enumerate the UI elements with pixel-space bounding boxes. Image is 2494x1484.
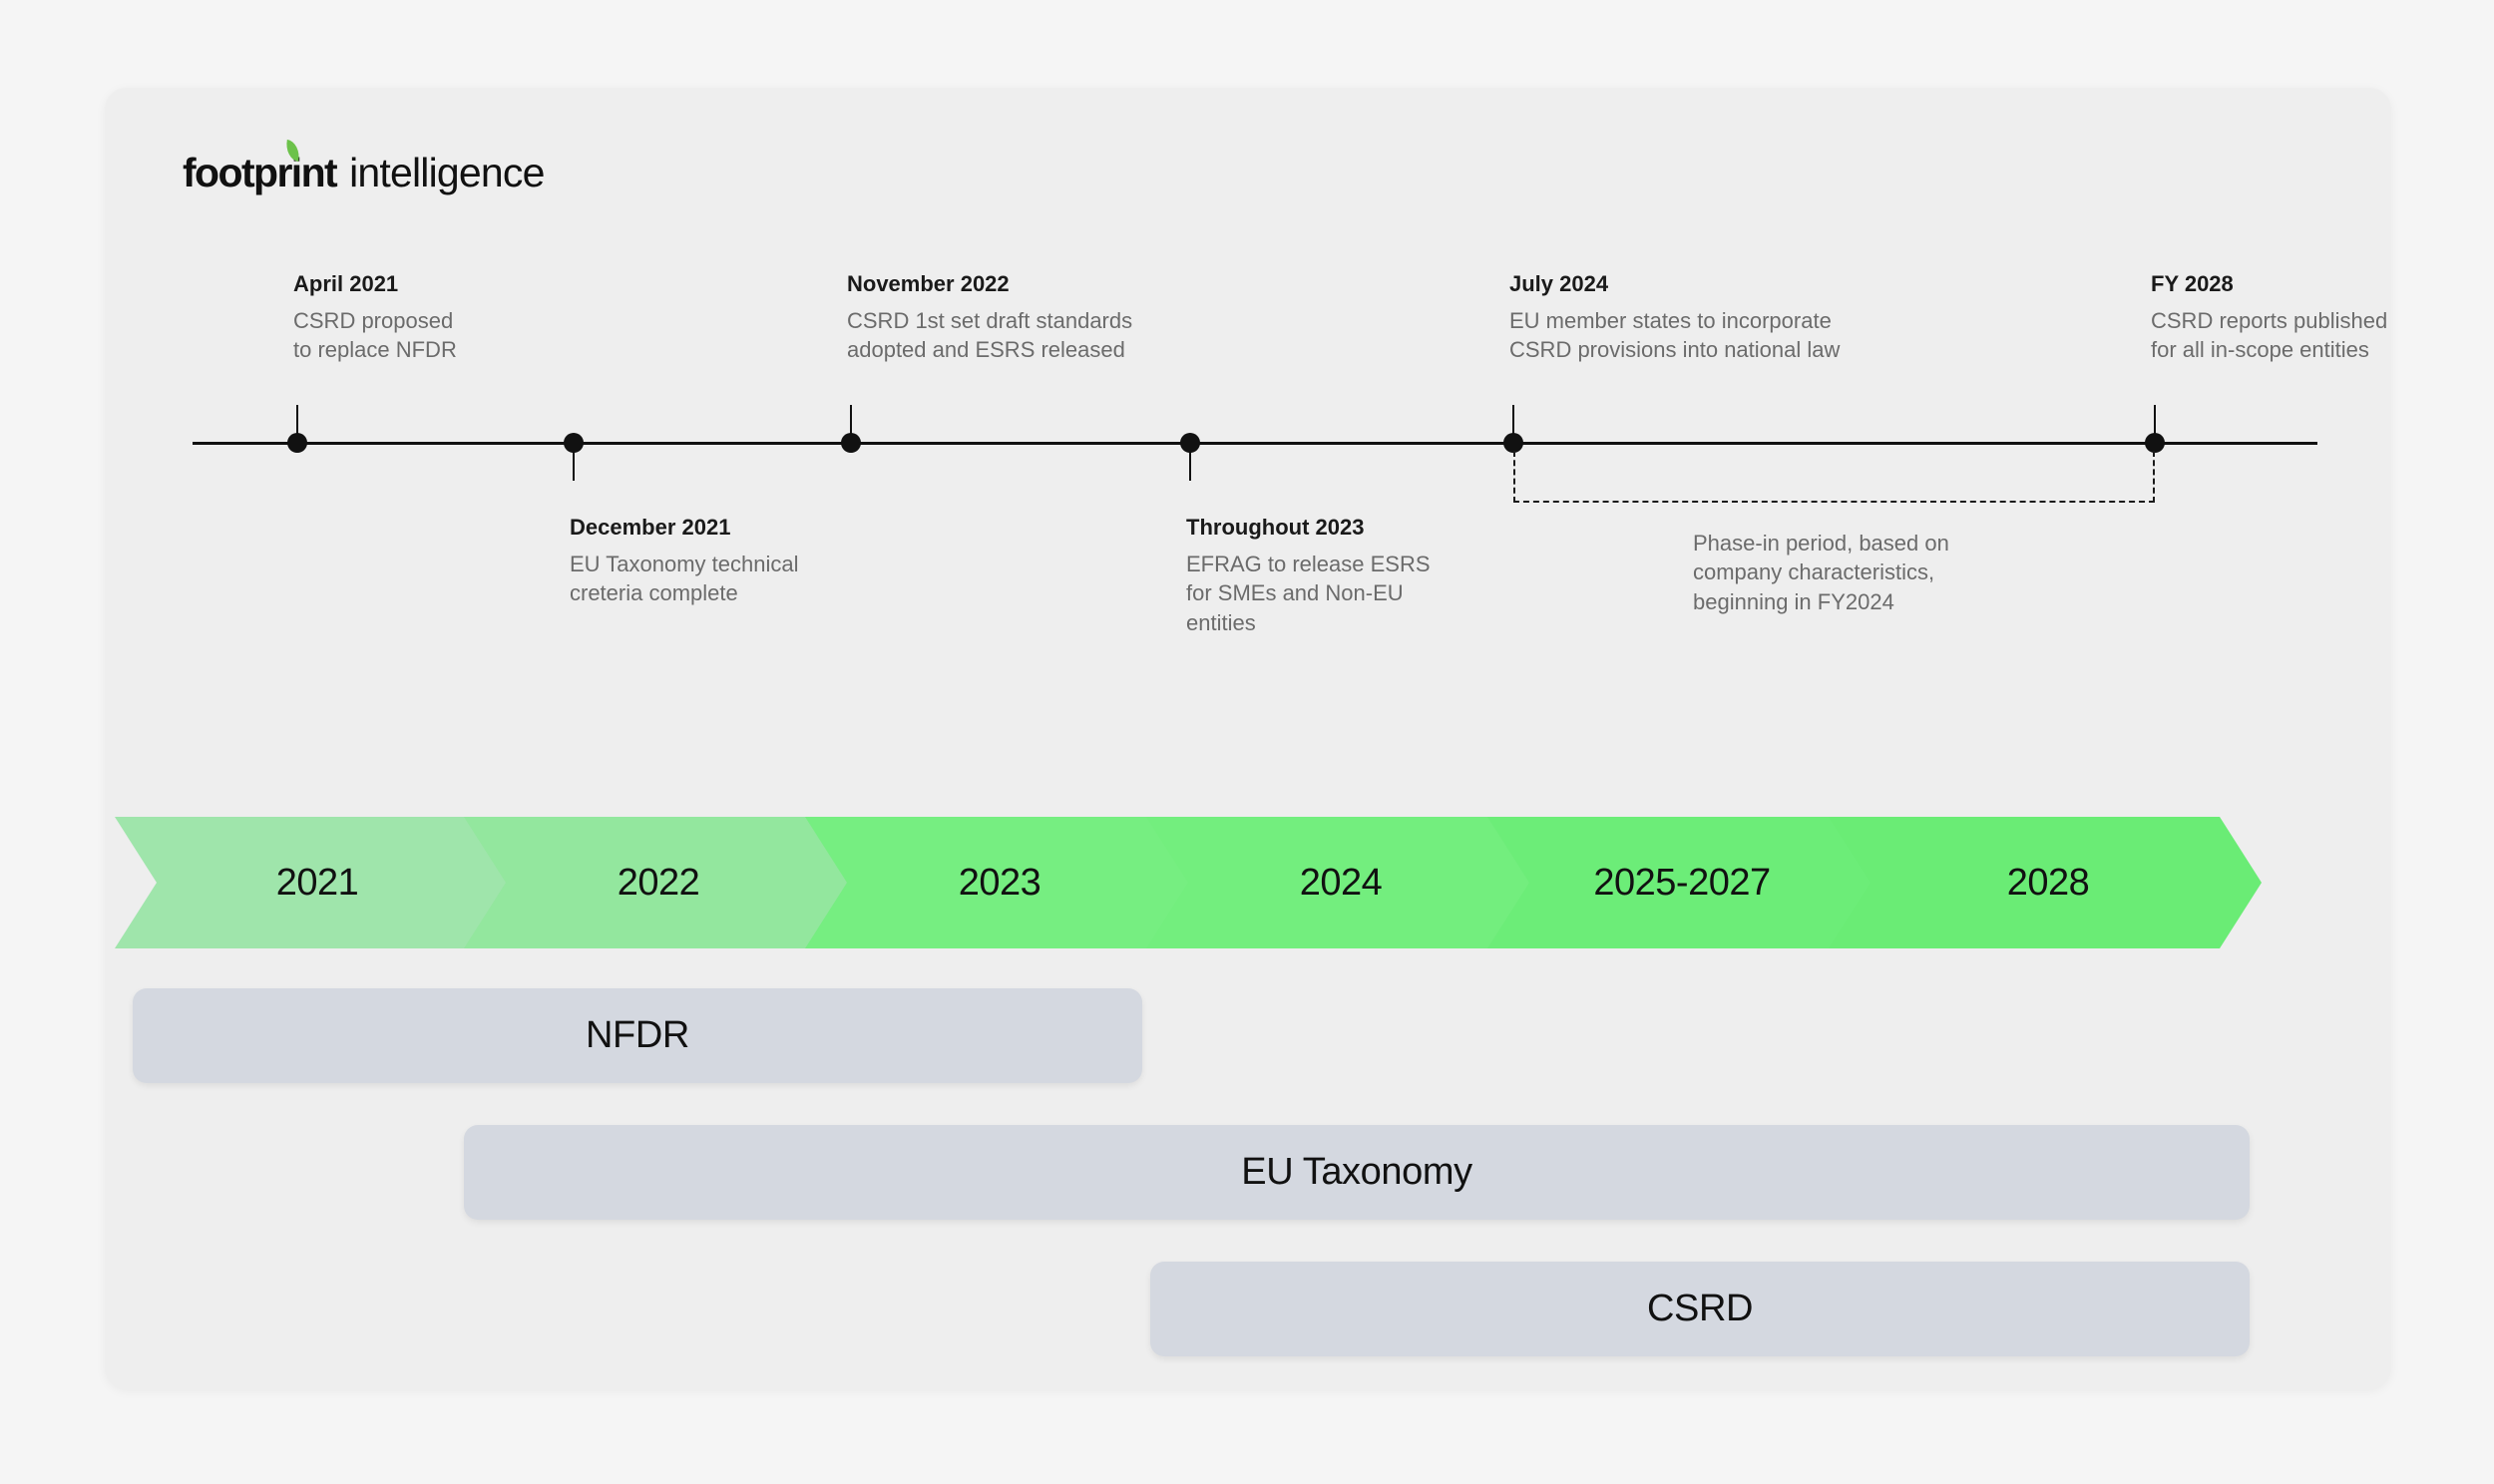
timeline-dot-july-2024[interactable] — [1503, 433, 1523, 453]
regulation-bar-nfdr[interactable]: NFDR — [133, 988, 1142, 1083]
timeline-stem-november-2022 — [850, 405, 852, 443]
timeline-stem-april-2021 — [296, 405, 298, 443]
milestone-description: CSRD 1st set draft standards adopted and… — [847, 308, 1133, 363]
phase-in-bracket — [1513, 451, 2155, 503]
milestone-description: CSRD proposed to replace NFDR — [293, 308, 457, 363]
milestone-date: December 2021 — [570, 515, 731, 540]
regulation-bar-eu-taxonomy[interactable]: EU Taxonomy — [464, 1125, 2250, 1220]
year-chevron-2023[interactable]: 2023 — [797, 817, 1188, 948]
year-chevron-2025-2027[interactable]: 2025-2027 — [1479, 817, 1870, 948]
year-chevron-2028[interactable]: 2028 — [1821, 817, 2262, 948]
milestone-description: EU Taxonomy technical creteria complete — [570, 552, 799, 606]
phase-in-note: Phase-in period, based on company charac… — [1693, 531, 1949, 614]
milestone-december-2021: December 2021 EU Taxonomy technical crete… — [570, 515, 799, 608]
timeline-dot-april-2021[interactable] — [287, 433, 307, 453]
timeline-axis — [193, 442, 2317, 445]
timeline-stem-july-2024 — [1512, 405, 1514, 443]
milestone-date: April 2021 — [293, 271, 399, 296]
year-chevron-2024[interactable]: 2024 — [1138, 817, 1529, 948]
year-chevron-2021[interactable]: 2021 — [115, 817, 506, 948]
year-chevron-label: 2025-2027 — [1593, 861, 1771, 904]
milestone-july-2024: July 2024 EU member states to incorporate… — [1509, 271, 1840, 365]
timeline-dot-fy-2028[interactable] — [2145, 433, 2165, 453]
milestone-date: FY 2028 — [2151, 271, 2234, 296]
year-chevron-label: 2028 — [2006, 861, 2090, 904]
milestone-description: EFRAG to release ESRS for SMEs and Non-E… — [1186, 552, 1431, 635]
regulation-bar-label: CSRD — [1646, 1288, 1754, 1329]
timeline-dot-throughout-2023[interactable] — [1180, 433, 1200, 453]
year-chevron-label: 2024 — [1299, 861, 1383, 904]
milestone-description: EU member states to incorporate CSRD pro… — [1509, 308, 1841, 363]
brand-word-intelligence: intelligence — [349, 150, 545, 195]
milestone-date: Throughout 2023 — [1186, 515, 1365, 540]
regulation-bar-label: NFDR — [586, 1014, 689, 1056]
year-chevron-label: 2022 — [617, 861, 700, 904]
milestone-date: November 2022 — [847, 271, 1010, 296]
year-chevron-2022[interactable]: 2022 — [456, 817, 847, 948]
milestone-description: CSRD reports published for all in-scope … — [2151, 308, 2388, 363]
year-chevron-label: 2023 — [958, 861, 1041, 904]
timeline-stem-throughout-2023 — [1189, 443, 1191, 481]
timeline-dot-december-2021[interactable] — [564, 433, 584, 453]
brand-word-footprint: footprint — [183, 150, 338, 195]
brand-logo: footprint intelligence — [183, 139, 545, 196]
year-chevron-band: 2021 2022 2023 2024 2025-2027 2028 — [105, 809, 2391, 956]
timeline-dot-november-2022[interactable] — [841, 433, 861, 453]
timeline-stem-december-2021 — [573, 443, 575, 481]
year-chevron-label: 2021 — [275, 861, 359, 904]
timeline-stem-fy-2028 — [2154, 405, 2156, 443]
regulation-bar-label: EU Taxonomy — [1241, 1151, 1472, 1193]
milestone-date: July 2024 — [1509, 271, 1609, 296]
regulation-bar-csrd[interactable]: CSRD — [1150, 1262, 2250, 1356]
